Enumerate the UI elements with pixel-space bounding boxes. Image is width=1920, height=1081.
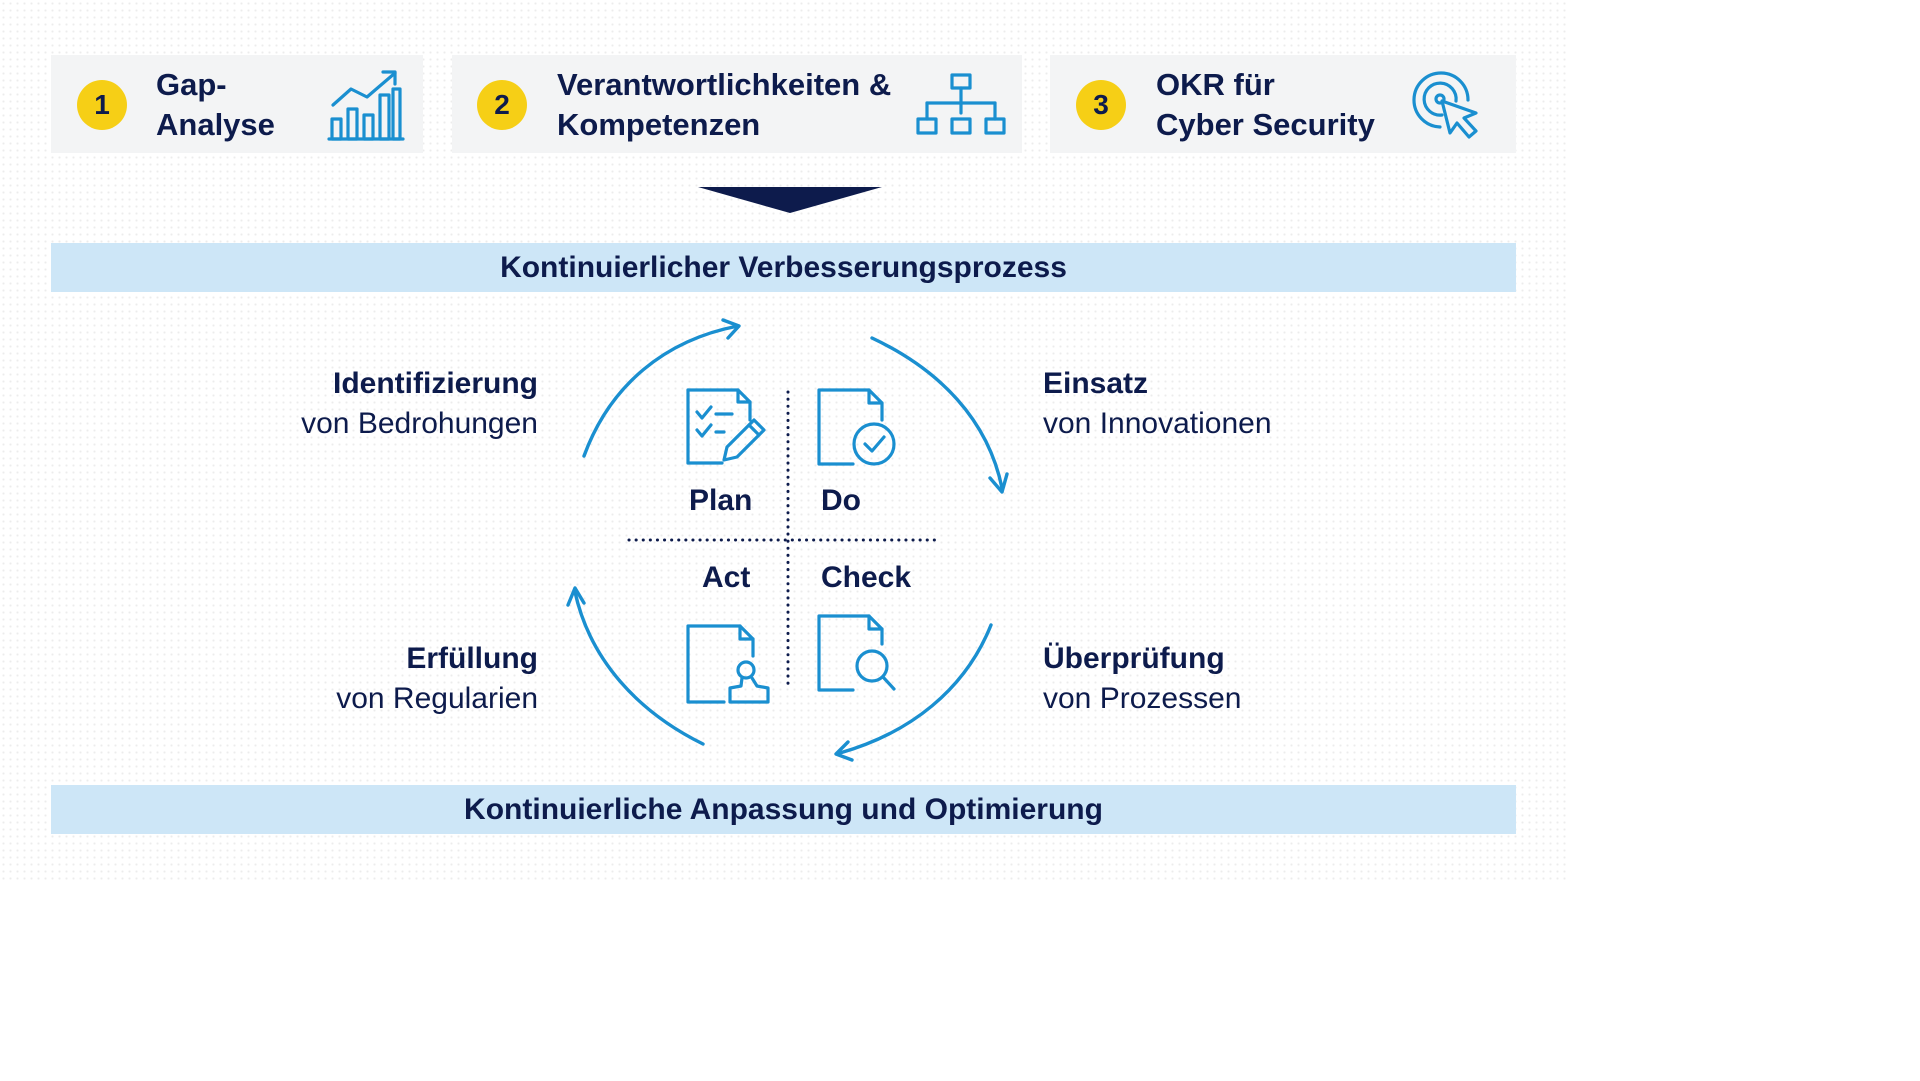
arrow-head [721, 318, 741, 340]
label-bold: Überprüfung [1043, 642, 1225, 675]
card-title: Gap- Analyse [156, 65, 275, 145]
cycle-arrow-top-left [582, 324, 740, 458]
arrow-head [834, 740, 854, 762]
cycle-arrow-bottom-left [573, 590, 705, 746]
down-arrow-icon [698, 185, 882, 215]
arrow-head [566, 586, 586, 607]
target-cursor-icon [1410, 67, 1490, 147]
phase-do-label: Do [821, 484, 861, 517]
label-regular: von Prozessen [1043, 682, 1242, 715]
label-bold: Identifizierung [333, 367, 538, 400]
label-ueberpruefung: Überprüfung von Prozessen [1043, 639, 1241, 719]
label-bold: Erfüllung [406, 642, 538, 675]
label-regular: von Regularien [336, 682, 538, 715]
act-document-stamp-icon [686, 624, 770, 704]
card-title-line2: Kompetenzen [557, 107, 761, 142]
phase-act-label: Act [702, 561, 751, 594]
do-document-check-icon [817, 388, 896, 466]
label-einsatz: Einsatz von Innovationen [1043, 364, 1272, 444]
card-gap-analyse: 1 Gap- Analyse [51, 55, 423, 153]
card-title-line1: Verantwortlichkeiten & [557, 67, 892, 102]
check-document-search-icon [817, 614, 896, 692]
card-title: OKR für Cyber Security [1156, 65, 1375, 145]
phase-plan-label: Plan [689, 484, 753, 517]
label-regular: von Innovationen [1043, 407, 1272, 440]
cycle-arrow-bottom-right [838, 623, 993, 755]
cycle-arrow-top-right [870, 336, 1004, 490]
card-title-line1: OKR für [1156, 67, 1275, 102]
card-verantwortlichkeiten: 2 Verantwortlichkeiten & Kompetenzen [452, 55, 1022, 153]
bar-chart-growth-icon [327, 67, 405, 143]
card-title: Verantwortlichkeiten & Kompetenzen [557, 65, 891, 145]
step-number-badge: 1 [77, 80, 127, 130]
org-chart-icon [915, 71, 1007, 139]
card-title-line1: Gap- [156, 67, 227, 102]
card-okr: 3 OKR für Cyber Security [1050, 55, 1516, 153]
step-number-badge: 2 [477, 80, 527, 130]
card-title-line2: Cyber Security [1156, 107, 1375, 142]
phase-check-label: Check [821, 561, 912, 594]
top-band-title: Kontinuierlicher Verbesserungsprozess [51, 243, 1516, 292]
arrow-head [988, 472, 1009, 494]
label-regular: von Bedrohungen [301, 407, 538, 440]
pdca-cycle-graphic [566, 318, 1009, 762]
label-bold: Einsatz [1043, 367, 1149, 400]
label-erfuellung: Erfüllung von Regularien [336, 639, 538, 719]
step-number-badge: 3 [1076, 80, 1126, 130]
plan-checklist-icon [686, 388, 766, 465]
bottom-band-title: Kontinuierliche Anpassung und Optimierun… [51, 785, 1516, 834]
label-identifizierung: Identifizierung von Bedrohungen [301, 364, 538, 444]
card-title-line2: Analyse [156, 107, 275, 142]
